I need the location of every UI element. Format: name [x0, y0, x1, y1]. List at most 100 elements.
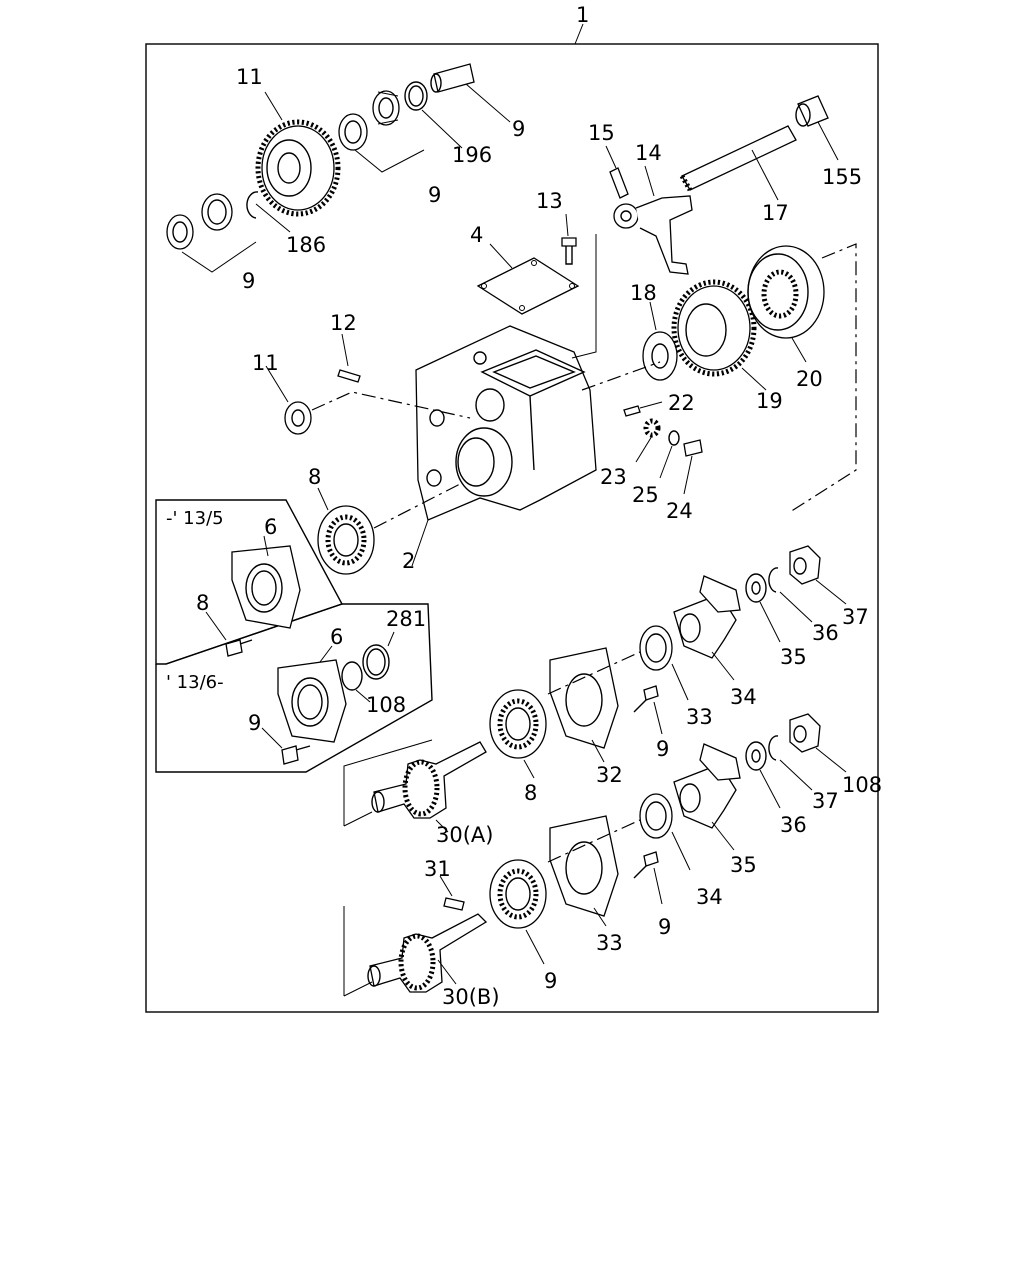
leader-34-b [711, 821, 735, 851]
axis-b [547, 819, 641, 863]
callout-37-a: 37 [842, 605, 869, 629]
needle-bearing-14 [284, 401, 312, 435]
callout-18: 14 [635, 141, 662, 165]
callout-9-b: 9 [658, 915, 671, 939]
leader-33-b [671, 831, 691, 871]
leader-37-b [815, 747, 847, 773]
callout-37-b: 108 [842, 773, 882, 797]
callout-9-before: 8 [196, 591, 209, 615]
leader-2 [411, 519, 429, 567]
callout-33-a: 33 [686, 705, 713, 729]
assembly-frame [145, 43, 879, 1013]
leader-14 [265, 365, 289, 403]
leader-30b [437, 959, 457, 985]
callout-196: 196 [452, 143, 492, 167]
bracket-b-tick [343, 981, 373, 997]
ball-bearing-8-a [489, 689, 547, 759]
shift-shaft-20 [679, 125, 797, 192]
callout-36-b: 37 [812, 789, 839, 813]
leader-26 [635, 435, 653, 463]
oil-seal-33-a [639, 625, 673, 671]
nut-37-b [789, 713, 821, 753]
callout-6-before: 6 [264, 515, 277, 539]
leader-196 [421, 109, 463, 149]
callout-281: 281 [386, 607, 426, 631]
callout-29: 25 [632, 483, 659, 507]
leader-8-a [523, 759, 535, 779]
bracket-a [343, 739, 433, 826]
leader-9-a [653, 701, 663, 735]
gear-23 [671, 279, 757, 377]
callout-26: 23 [600, 465, 627, 489]
washer-36-b [768, 735, 779, 761]
leader-281 [387, 631, 395, 647]
callout-30a: 30(A) [436, 823, 493, 847]
callout-108: 108 [366, 693, 406, 717]
leader-29 [659, 445, 673, 479]
cover-4 [476, 257, 580, 315]
leader-13 [264, 91, 283, 121]
bolt-9-a [633, 685, 659, 713]
leader-17 [565, 213, 569, 237]
variant-after-box [155, 603, 433, 773]
flange-32-a [549, 647, 619, 749]
leader-6-before [263, 535, 269, 557]
callout-20: 17 [762, 201, 789, 225]
callout-12: 9 [512, 117, 525, 141]
callout-8-b: 9 [544, 969, 557, 993]
callout-34-a: 34 [730, 685, 757, 709]
leader-9-b [653, 867, 663, 905]
output-shaft-30b [367, 913, 488, 993]
callout-35-b: 36 [780, 813, 807, 837]
callout-25: 22 [668, 391, 695, 415]
housing-2 [415, 325, 597, 521]
axis-8 [373, 483, 461, 529]
callout-32-b: 33 [596, 931, 623, 955]
pin-12 [430, 63, 475, 93]
gear-13 [255, 119, 341, 217]
bolt-9-b [633, 851, 659, 879]
leader-12 [465, 83, 511, 123]
leader-35-b [759, 769, 781, 809]
ball-bearing-8-upper [317, 505, 375, 575]
yoke-34-a [673, 575, 741, 659]
bolt-9-after [281, 745, 311, 765]
leader-108 [355, 689, 371, 703]
callout-8-upper: 8 [308, 465, 321, 489]
leader-28 [683, 455, 693, 495]
leader-34-a [711, 651, 735, 681]
axis-sleeve [789, 243, 857, 513]
leader-25 [639, 401, 663, 409]
leader-9-after [261, 727, 283, 749]
yoke-34-b [673, 743, 741, 829]
callout-8-a: 8 [524, 781, 537, 805]
callout-30b: 30(B) [442, 985, 500, 1009]
callout-33-b: 34 [696, 885, 723, 909]
leader-8-b [525, 929, 545, 965]
leader-6-after [319, 645, 333, 663]
leader-11-upper [354, 149, 425, 173]
washer-29 [668, 430, 680, 446]
leader-4 [489, 243, 513, 269]
snap-ring-108 [341, 661, 363, 691]
fork-link-line [571, 234, 597, 359]
cover-plate-6-before [231, 545, 301, 629]
leader-35-a [759, 601, 781, 643]
leader-30a [435, 819, 449, 833]
bracket-a-tick [343, 811, 373, 827]
bushing-155 [795, 95, 829, 127]
leader-9-before [205, 611, 227, 641]
callout-14: 11 [252, 351, 279, 375]
leader-24 [791, 337, 807, 363]
callout-23: 19 [756, 389, 783, 413]
callout-6-after: 6 [330, 625, 343, 649]
callout-17: 13 [536, 189, 563, 213]
callout-9-a: 9 [656, 737, 669, 761]
ball-bearing-8-b [489, 859, 547, 929]
thrust-washer-22 [642, 331, 678, 381]
callout-36-a: 36 [812, 621, 839, 645]
leader-19 [605, 145, 617, 169]
callout-2: 2 [402, 549, 415, 573]
leader-8-upper [317, 487, 329, 511]
